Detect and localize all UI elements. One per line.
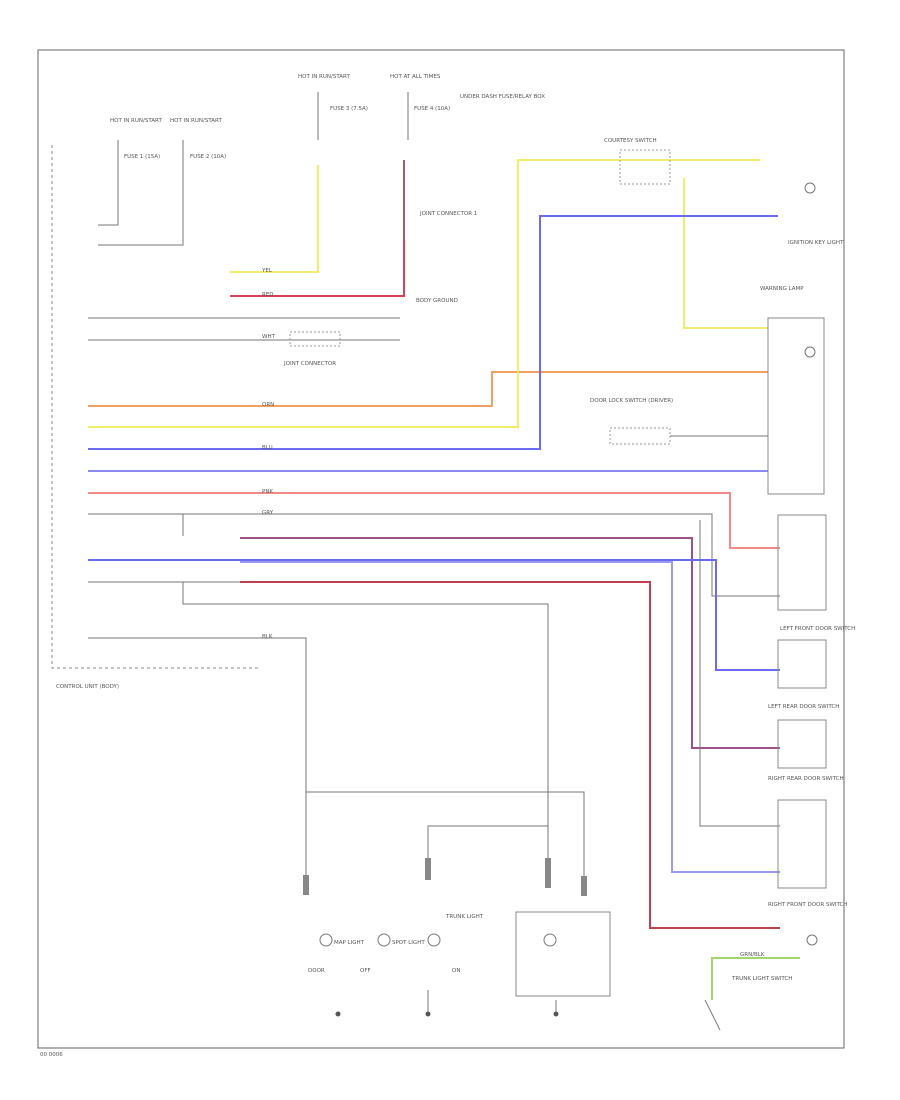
courtesy-switch-label: COURTESY SWITCH bbox=[604, 138, 657, 144]
wire-gray-3 bbox=[88, 513, 780, 597]
door-switches: LEFT FRONT DOOR SWITCH LEFT REAR DOOR SW… bbox=[768, 514, 855, 946]
wire-label-yellow: YEL bbox=[261, 268, 273, 274]
ground-note: BODY GROUND bbox=[416, 298, 458, 304]
wire-pink bbox=[88, 492, 780, 549]
wire-blue-3 bbox=[88, 559, 780, 671]
fuse-group-left: HOT IN RUN/START HOT IN RUN/START FUSE 1… bbox=[98, 118, 226, 246]
wire-yellow-long bbox=[88, 159, 760, 428]
page-frame bbox=[37, 49, 845, 1049]
courtesy-switch: COURTESY SWITCH IGNITION KEY LIGHT bbox=[604, 138, 844, 246]
fuse-name-3: FUSE 3 (7.5A) bbox=[330, 106, 368, 112]
bottom-lights: MAP LIGHT SPOT LIGHT TRUNK LIGHT DOOR OF… bbox=[303, 858, 611, 1017]
wire-black bbox=[88, 637, 307, 880]
spot-light-label: SPOT LIGHT bbox=[392, 940, 425, 946]
control-unit-boundary bbox=[51, 145, 258, 669]
wire-label-black: BLK bbox=[262, 634, 273, 640]
wire-blue-long bbox=[88, 215, 778, 450]
wire-label-white: WHT bbox=[262, 334, 276, 340]
wire-yellow-branch bbox=[683, 178, 768, 329]
off-label: OFF bbox=[360, 968, 371, 974]
wire-purple bbox=[240, 537, 780, 749]
fuse-label-4: HOT AT ALL TIMES bbox=[390, 74, 441, 80]
wire-label-green: GRN/BLK bbox=[740, 952, 765, 958]
door-lock-switch: DOOR LOCK SWITCH (DRIVER) bbox=[590, 398, 768, 445]
wire-label-pink: PNK bbox=[262, 489, 273, 495]
on-label: ON bbox=[452, 968, 460, 974]
footer-code: 00 0006 bbox=[40, 1052, 63, 1058]
fuse-box-note: UNDER DASH FUSE/RELAY BOX bbox=[460, 94, 545, 100]
wire-label-orange: ORN bbox=[262, 402, 274, 408]
key-light-label: IGNITION KEY LIGHT bbox=[788, 240, 844, 246]
wire-green bbox=[711, 957, 800, 1000]
right-rear-label: RIGHT REAR DOOR SWITCH bbox=[768, 776, 844, 782]
map-light-label: MAP LIGHT bbox=[334, 940, 365, 946]
wire-yellow-fuse3 bbox=[230, 165, 319, 273]
wire-lightblue bbox=[240, 561, 780, 873]
control-unit-label: CONTROL UNIT (BODY) bbox=[56, 684, 119, 690]
wire-darkred bbox=[240, 581, 780, 929]
left-rear-label: LEFT REAR DOOR SWITCH bbox=[768, 704, 839, 710]
fuse-name-4: FUSE 4 (10A) bbox=[414, 106, 450, 112]
joint-connector-label: JOINT CONNECTOR 1 bbox=[419, 211, 477, 217]
door-label: DOOR bbox=[308, 968, 325, 974]
joint-connector-2-label: JOINT CONNECTOR bbox=[283, 361, 336, 367]
fuse-label-1: HOT IN RUN/START bbox=[110, 118, 162, 124]
fuse-label-3: HOT IN RUN/START bbox=[298, 74, 350, 80]
left-front-label: LEFT FRONT DOOR SWITCH bbox=[780, 626, 855, 632]
wire-orange bbox=[88, 371, 768, 407]
warning-lamp-label: WARNING LAMP bbox=[760, 286, 804, 292]
trunk-light-switch: TRUNK LIGHT SWITCH bbox=[704, 976, 792, 1031]
door-lock-switch-label: DOOR LOCK SWITCH (DRIVER) bbox=[590, 398, 673, 404]
wire-label-blue: BLU bbox=[262, 445, 273, 451]
trunk-light-switch-label: TRUNK LIGHT SWITCH bbox=[731, 976, 792, 982]
warning-lamp-box: WARNING LAMP bbox=[760, 286, 825, 495]
fuse-label-2: HOT IN RUN/START bbox=[170, 118, 222, 124]
trunk-light-label: TRUNK LIGHT bbox=[445, 914, 484, 920]
wire-label-red: RED bbox=[262, 292, 274, 298]
wire-label-gray: GRY bbox=[262, 510, 274, 516]
control-unit: CONTROL UNIT (BODY) bbox=[56, 684, 119, 690]
fuse-group-center: HOT IN RUN/START HOT AT ALL TIMES FUSE 3… bbox=[298, 74, 545, 217]
right-front-label: RIGHT FRONT DOOR SWITCH bbox=[768, 902, 848, 908]
fuse-name-2: FUSE 2 (10A) bbox=[190, 154, 226, 160]
fuse-name-1: FUSE 1 (15A) bbox=[124, 154, 160, 160]
